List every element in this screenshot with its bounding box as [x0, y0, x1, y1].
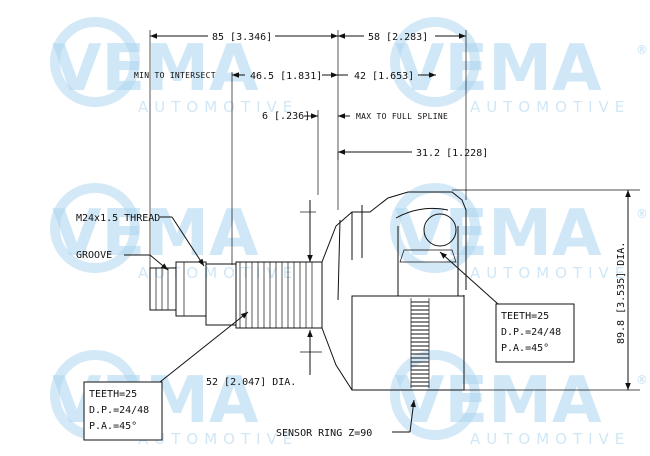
- dim-31-label: 31.2 [1.228]: [416, 148, 488, 159]
- thread-callout: M24x1.5 THREAD: [76, 213, 205, 267]
- dimension-31-2: 31.2 [1.228]: [338, 148, 488, 159]
- spec-box-right: TEETH=25 D.P.=24/48 P.A.=45°: [495, 303, 575, 363]
- svg-text:AUTOMOTIVE: AUTOMOTIVE: [470, 430, 630, 448]
- watermark-top-left: VEMA AUTOMOTIVE: [50, 17, 298, 116]
- dim-89-label: 89.8 [3.535] DIA.: [616, 242, 627, 344]
- groove-label: GROOVE: [76, 250, 112, 261]
- dimension-58: 58 [2.283]: [338, 32, 466, 43]
- spec-left-pa: P.A.=45°: [89, 421, 137, 432]
- spec-right-pa: P.A.=45°: [501, 343, 549, 354]
- dim-6-label: 6 [.236]: [262, 111, 310, 122]
- svg-text:AUTOMOTIVE: AUTOMOTIVE: [138, 98, 298, 116]
- watermark-mid-left: VEMA AUTOMOTIVE: [50, 183, 298, 282]
- dimension-6: 6 [.236] MAX TO FULL SPLINE: [262, 111, 448, 122]
- svg-text:AUTOMOTIVE: AUTOMOTIVE: [470, 264, 630, 282]
- sensor-label: SENSOR RING Z=90: [276, 428, 372, 439]
- svg-text:VEMA: VEMA: [52, 197, 259, 271]
- dim-42-label: 42 [1.653]: [354, 71, 414, 82]
- max-spline-label: MAX TO FULL SPLINE: [356, 112, 448, 121]
- svg-text:®: ®: [636, 43, 648, 57]
- shaft-splines: [239, 262, 313, 328]
- spec-left-teeth: TEETH=25: [89, 389, 137, 400]
- spline-dia-callout: 52 [2.047] DIA.: [206, 200, 322, 388]
- dim-46-label: 46.5 [1.831]: [250, 71, 322, 82]
- dimension-85: 85 [3.346]: [150, 32, 338, 43]
- min-intersect-label: MIN TO INTERSECT: [134, 71, 216, 80]
- thread-label: M24x1.5 THREAD: [76, 213, 160, 224]
- dim-52-label: 52 [2.047] DIA.: [206, 377, 296, 388]
- spec-right-leader: [439, 251, 499, 305]
- svg-text:®: ®: [636, 373, 648, 387]
- dimension-46-5: MIN TO INTERSECT 46.5 [1.831]: [134, 71, 338, 82]
- dimension-42: 42 [1.653]: [338, 71, 436, 82]
- spec-box-left: TEETH=25 D.P.=24/48 P.A.=45°: [83, 381, 163, 441]
- svg-text:VEMA: VEMA: [395, 32, 602, 106]
- groove-callout: GROOVE: [76, 250, 169, 271]
- spec-left-leader: [159, 311, 249, 383]
- spec-right-teeth: TEETH=25: [501, 311, 549, 322]
- watermark-bottom-right: VEMA AUTOMOTIVE ®: [390, 350, 648, 448]
- svg-text:VEMA: VEMA: [52, 32, 259, 106]
- watermark-mid-right: VEMA AUTOMOTIVE ®: [390, 183, 648, 282]
- dim-85-label: 85 [3.346]: [212, 32, 272, 43]
- svg-text:VEMA: VEMA: [395, 364, 602, 438]
- extension-lines: [149, 30, 640, 391]
- svg-text:®: ®: [636, 207, 648, 221]
- spec-right-dp: D.P.=24/48: [501, 327, 561, 338]
- dim-58-label: 58 [2.283]: [368, 32, 428, 43]
- sensor-callout: SENSOR RING Z=90: [276, 399, 416, 439]
- watermark-top-right: VEMA AUTOMOTIVE ®: [390, 17, 648, 116]
- dimension-89-8: 89.8 [3.535] DIA.: [616, 190, 631, 390]
- sensor-ring-teeth: [410, 298, 430, 388]
- spec-left-dp: D.P.=24/48: [89, 405, 149, 416]
- svg-text:AUTOMOTIVE: AUTOMOTIVE: [138, 264, 298, 282]
- svg-text:VEMA: VEMA: [395, 197, 602, 271]
- svg-text:AUTOMOTIVE: AUTOMOTIVE: [470, 98, 630, 116]
- svg-text:AUTOMOTIVE: AUTOMOTIVE: [138, 430, 298, 448]
- cv-joint-outline: [149, 191, 467, 391]
